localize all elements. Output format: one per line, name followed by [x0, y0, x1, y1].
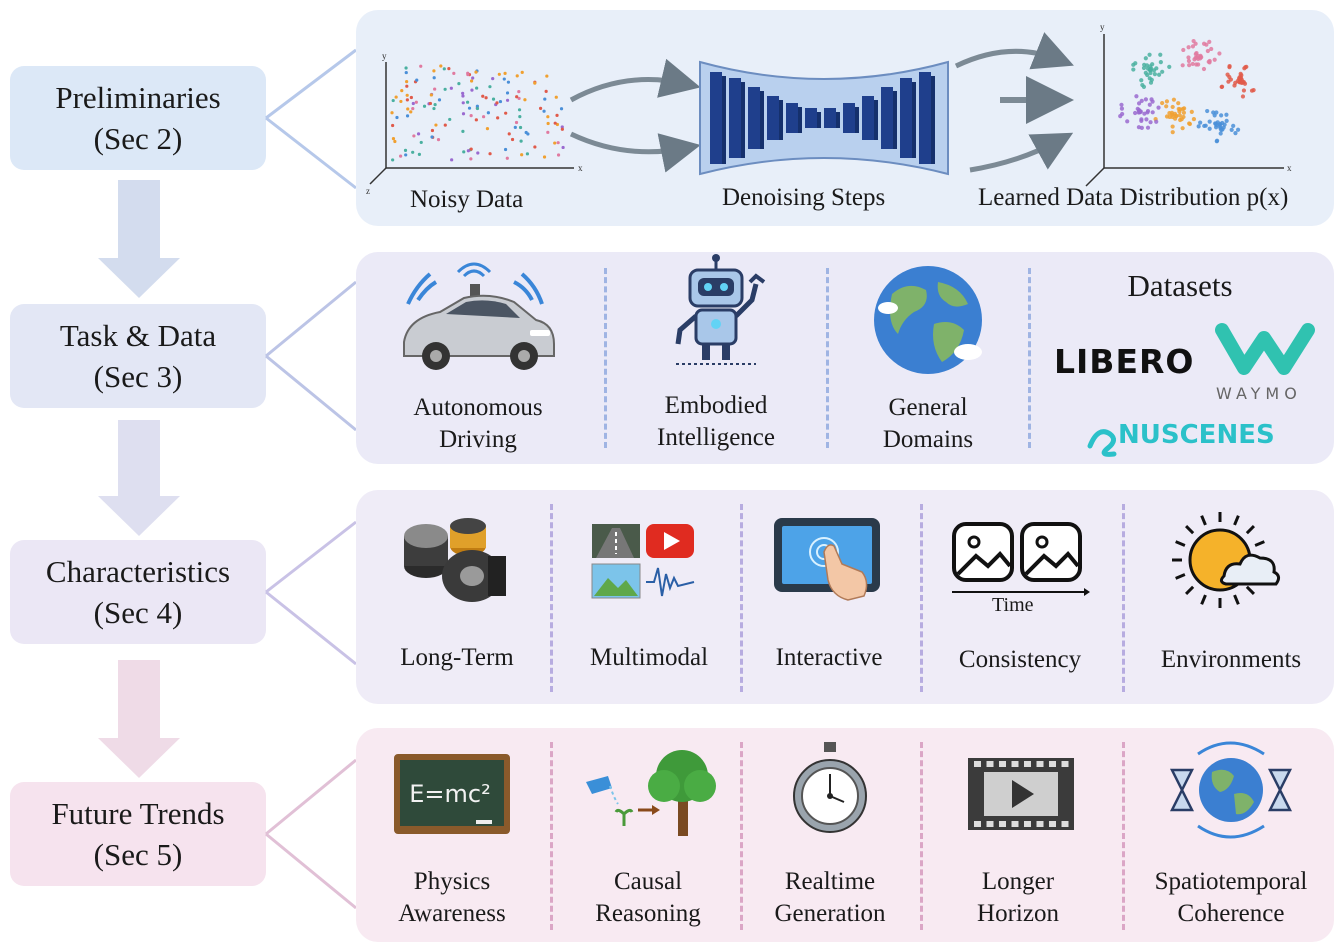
section-title: Characteristics	[45, 554, 231, 589]
section-sub: (Sec 2)	[93, 121, 183, 156]
waymo-logo-icon	[1215, 323, 1315, 375]
divider	[550, 504, 553, 692]
libero-logo: LIBERO	[1054, 342, 1195, 381]
denoising-network-icon	[699, 60, 949, 176]
section-title: Task & Data	[59, 318, 217, 353]
svg-text:y: y	[382, 51, 387, 61]
flow-arrows	[98, 48, 357, 910]
panel-characteristics: Long-Term Multimodal Interactive Time Co…	[356, 490, 1334, 704]
time-label: Time	[992, 594, 1034, 616]
section-characteristics: Characteristics (Sec 4)	[10, 540, 266, 644]
spacetime-globe-icon	[1169, 741, 1293, 839]
section-title: Future Trends	[51, 796, 225, 831]
learned-distribution-label: Learned Data Distribution p(x)	[978, 184, 1289, 211]
section-title: Preliminaries	[55, 80, 221, 115]
image-sequence-icon	[952, 522, 1090, 596]
datasets-title: Datasets	[1127, 268, 1233, 303]
characteristic-label: Environments	[1160, 646, 1302, 673]
denoising-steps-label: Denoising Steps	[722, 184, 886, 211]
touch-tablet-icon	[774, 518, 880, 601]
characteristic-label: Interactive	[775, 644, 883, 671]
arrows-icon	[954, 32, 1074, 173]
learned-distribution-plot: y x	[1085, 22, 1292, 187]
car-icon	[403, 262, 555, 370]
nuscenes-logo: NUSCENES	[1118, 420, 1275, 450]
chalkboard-icon: E=mc²	[394, 754, 510, 834]
down-arrow-icon	[98, 180, 180, 298]
svg-text:x: x	[578, 163, 583, 173]
section-task-data: Task & Data (Sec 3)	[10, 304, 266, 408]
divider	[740, 742, 743, 930]
divider	[604, 268, 607, 448]
divider	[920, 504, 923, 692]
down-arrow-icon	[98, 420, 180, 536]
divider	[826, 268, 829, 448]
svg-text:z: z	[366, 186, 370, 196]
robot-icon	[675, 254, 766, 365]
section-sub: (Sec 4)	[93, 595, 183, 630]
weather-icon	[1172, 512, 1281, 608]
waymo-logo: WAYMO	[1216, 384, 1302, 403]
multimodal-icon	[591, 524, 695, 599]
down-arrow-icon	[98, 660, 180, 778]
svg-text:x: x	[1287, 163, 1292, 173]
svg-text:y: y	[1100, 22, 1105, 32]
svg-text:E=mc²: E=mc²	[409, 780, 490, 808]
divider	[550, 742, 553, 930]
characteristic-label: Consistency	[958, 646, 1082, 673]
divider	[740, 504, 743, 692]
divider	[1122, 504, 1125, 692]
stopwatch-icon	[793, 742, 867, 833]
panel-preliminaries: y x z Noisy Data Denoising Steps y x Lea…	[356, 10, 1334, 226]
section-preliminaries: Preliminaries (Sec 2)	[10, 66, 266, 170]
film-strip-icon	[968, 758, 1074, 830]
noisy-scatter-plot: y x z	[366, 51, 583, 196]
characteristic-label: Long-Term	[400, 644, 514, 671]
watering-tree-icon	[586, 750, 716, 836]
divider	[920, 742, 923, 930]
arrows-icon	[569, 58, 701, 173]
section-sub: (Sec 5)	[93, 837, 183, 872]
characteristic-label: Multimodal	[589, 644, 709, 671]
divider	[1122, 742, 1125, 930]
film-reels-icon	[404, 518, 506, 602]
section-sub: (Sec 3)	[93, 359, 183, 394]
section-future-trends: Future Trends (Sec 5)	[10, 782, 266, 886]
nuscenes-logo-icon	[1087, 429, 1117, 457]
divider	[1028, 268, 1031, 448]
noisy-data-label: Noisy Data	[410, 186, 524, 213]
globe-icon	[874, 266, 982, 374]
